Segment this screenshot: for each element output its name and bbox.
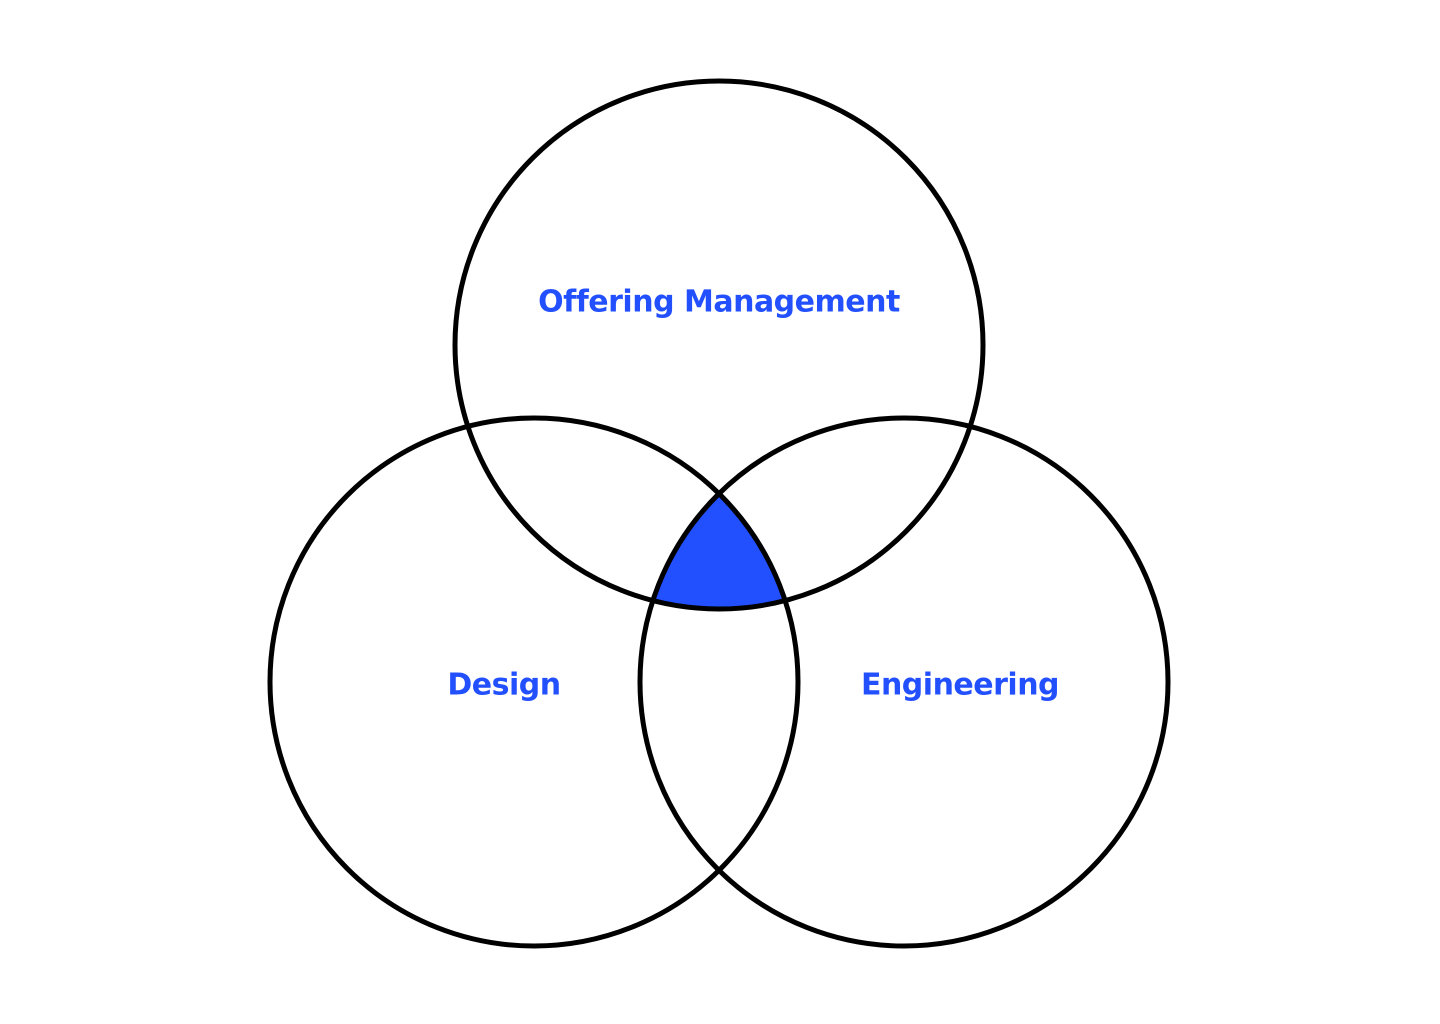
label-engineering: Engineering (860, 667, 1060, 703)
circle-engineering (637, 415, 1171, 949)
label-offering-management: Offering Management (538, 284, 900, 320)
circle-offering-management (452, 78, 986, 612)
label-design: Design (447, 667, 561, 703)
circle-design (267, 415, 801, 949)
triple-intersection-highlight (640, 418, 798, 609)
